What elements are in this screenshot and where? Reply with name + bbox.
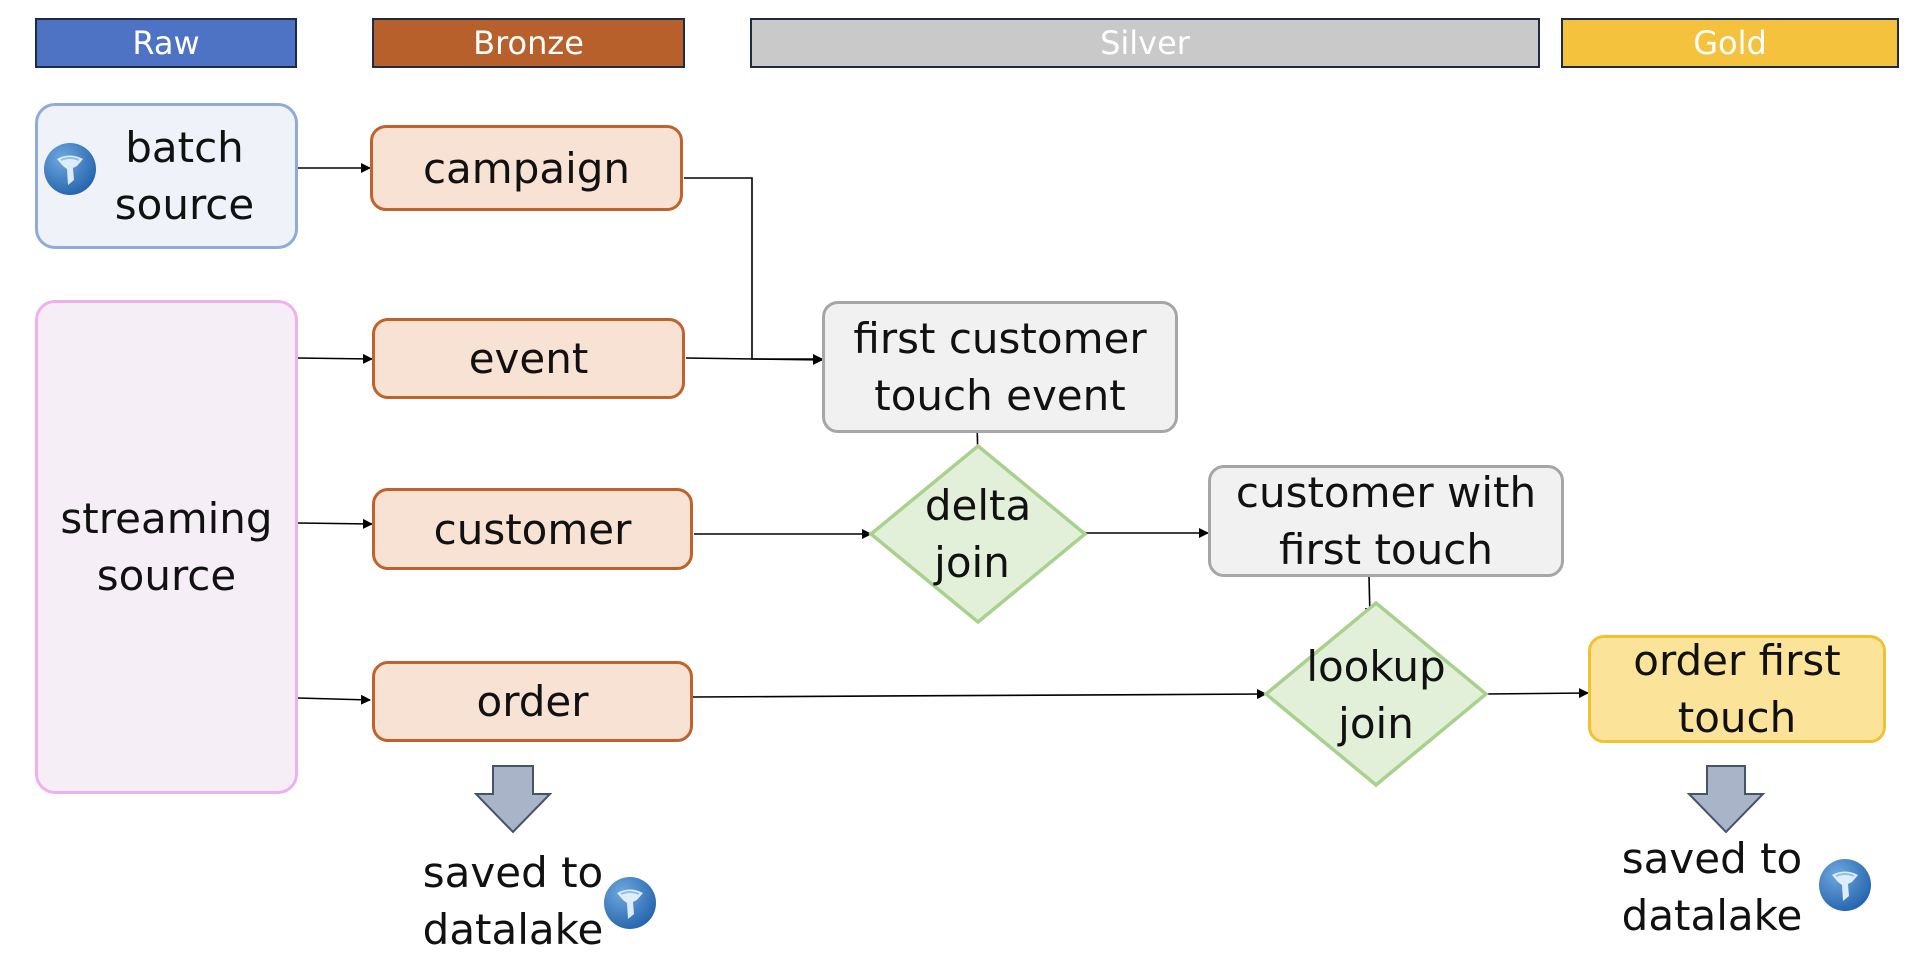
streaming-source-line1: streaming bbox=[60, 494, 273, 543]
campaign-label: campaign bbox=[422, 143, 631, 193]
arrow-order-to-lookup-join bbox=[692, 689, 1267, 700]
bronze-save-arrow bbox=[473, 765, 553, 834]
gold-save-arrow bbox=[1686, 765, 1766, 834]
lookup-join-line1: lookup bbox=[1306, 642, 1446, 691]
first-touch-line1: first customer bbox=[853, 314, 1147, 363]
first-touch-line2: touch event bbox=[874, 371, 1126, 420]
order-label: order bbox=[476, 677, 589, 726]
batch-source-line1: batch bbox=[125, 123, 244, 172]
datalake-icon bbox=[1819, 859, 1871, 911]
silver-node-first-customer-touch-event: first customer touch event bbox=[822, 301, 1178, 433]
customer-label: customer bbox=[433, 504, 632, 554]
datalake-icon bbox=[604, 877, 656, 929]
bronze-save-line2: datalake bbox=[422, 905, 604, 954]
layer-header-bronze: Bronze bbox=[372, 18, 685, 68]
delta-join-label: delta join bbox=[908, 477, 1048, 591]
arrow-event-to-first-touch bbox=[685, 354, 823, 365]
silver-node-customer-with-first-touch: customer with first touch bbox=[1208, 465, 1564, 577]
arrow-streaming-to-customer bbox=[297, 518, 373, 529]
gold-save-line2: datalake bbox=[1621, 891, 1803, 940]
order-first-touch-line2: touch bbox=[1677, 693, 1797, 742]
event-label: event bbox=[468, 334, 589, 383]
layer-header-raw: Raw bbox=[35, 18, 297, 68]
customer-first-touch-line2: first touch bbox=[1279, 525, 1493, 574]
delta-join-line2: join bbox=[934, 538, 1010, 587]
layer-header-silver: Silver bbox=[750, 18, 1540, 68]
bronze-saved-to-datalake: saved to datalake bbox=[418, 844, 608, 958]
order-first-touch-line1: order first bbox=[1633, 636, 1841, 685]
layer-raw-label: Raw bbox=[132, 24, 200, 62]
arrow-campaign-to-first-touch bbox=[684, 177, 823, 364]
streaming-source-node: streaming source bbox=[35, 300, 298, 794]
arrow-lookup-join-to-order-first-touch bbox=[1485, 688, 1589, 699]
layer-header-gold: Gold bbox=[1561, 18, 1899, 68]
datalake-icon bbox=[44, 143, 96, 195]
delta-join-diamond bbox=[868, 443, 1088, 625]
lookup-join-diamond bbox=[1263, 600, 1489, 788]
streaming-source-line2: source bbox=[96, 551, 237, 600]
lookup-join-line2: join bbox=[1338, 699, 1414, 748]
arrow-streaming-to-order bbox=[297, 694, 371, 705]
gold-save-line1: saved to bbox=[1621, 834, 1803, 883]
layer-silver-label: Silver bbox=[1100, 24, 1190, 62]
customer-first-touch-line1: customer with bbox=[1235, 468, 1537, 517]
lookup-join-label: lookup join bbox=[1296, 638, 1456, 752]
delta-join-line1: delta bbox=[924, 481, 1032, 530]
layer-bronze-label: Bronze bbox=[473, 24, 584, 62]
bronze-node-campaign: campaign bbox=[370, 125, 683, 211]
bronze-node-event: event bbox=[372, 318, 685, 399]
gold-node-order-first-touch: order first touch bbox=[1588, 635, 1886, 743]
bronze-node-customer: customer bbox=[372, 488, 693, 570]
bronze-node-order: order bbox=[372, 661, 693, 742]
gold-saved-to-datalake: saved to datalake bbox=[1617, 830, 1807, 944]
arrow-streaming-to-event bbox=[297, 353, 373, 364]
bronze-save-line1: saved to bbox=[422, 848, 604, 897]
batch-source-line2: source bbox=[114, 180, 255, 229]
layer-gold-label: Gold bbox=[1693, 24, 1767, 62]
